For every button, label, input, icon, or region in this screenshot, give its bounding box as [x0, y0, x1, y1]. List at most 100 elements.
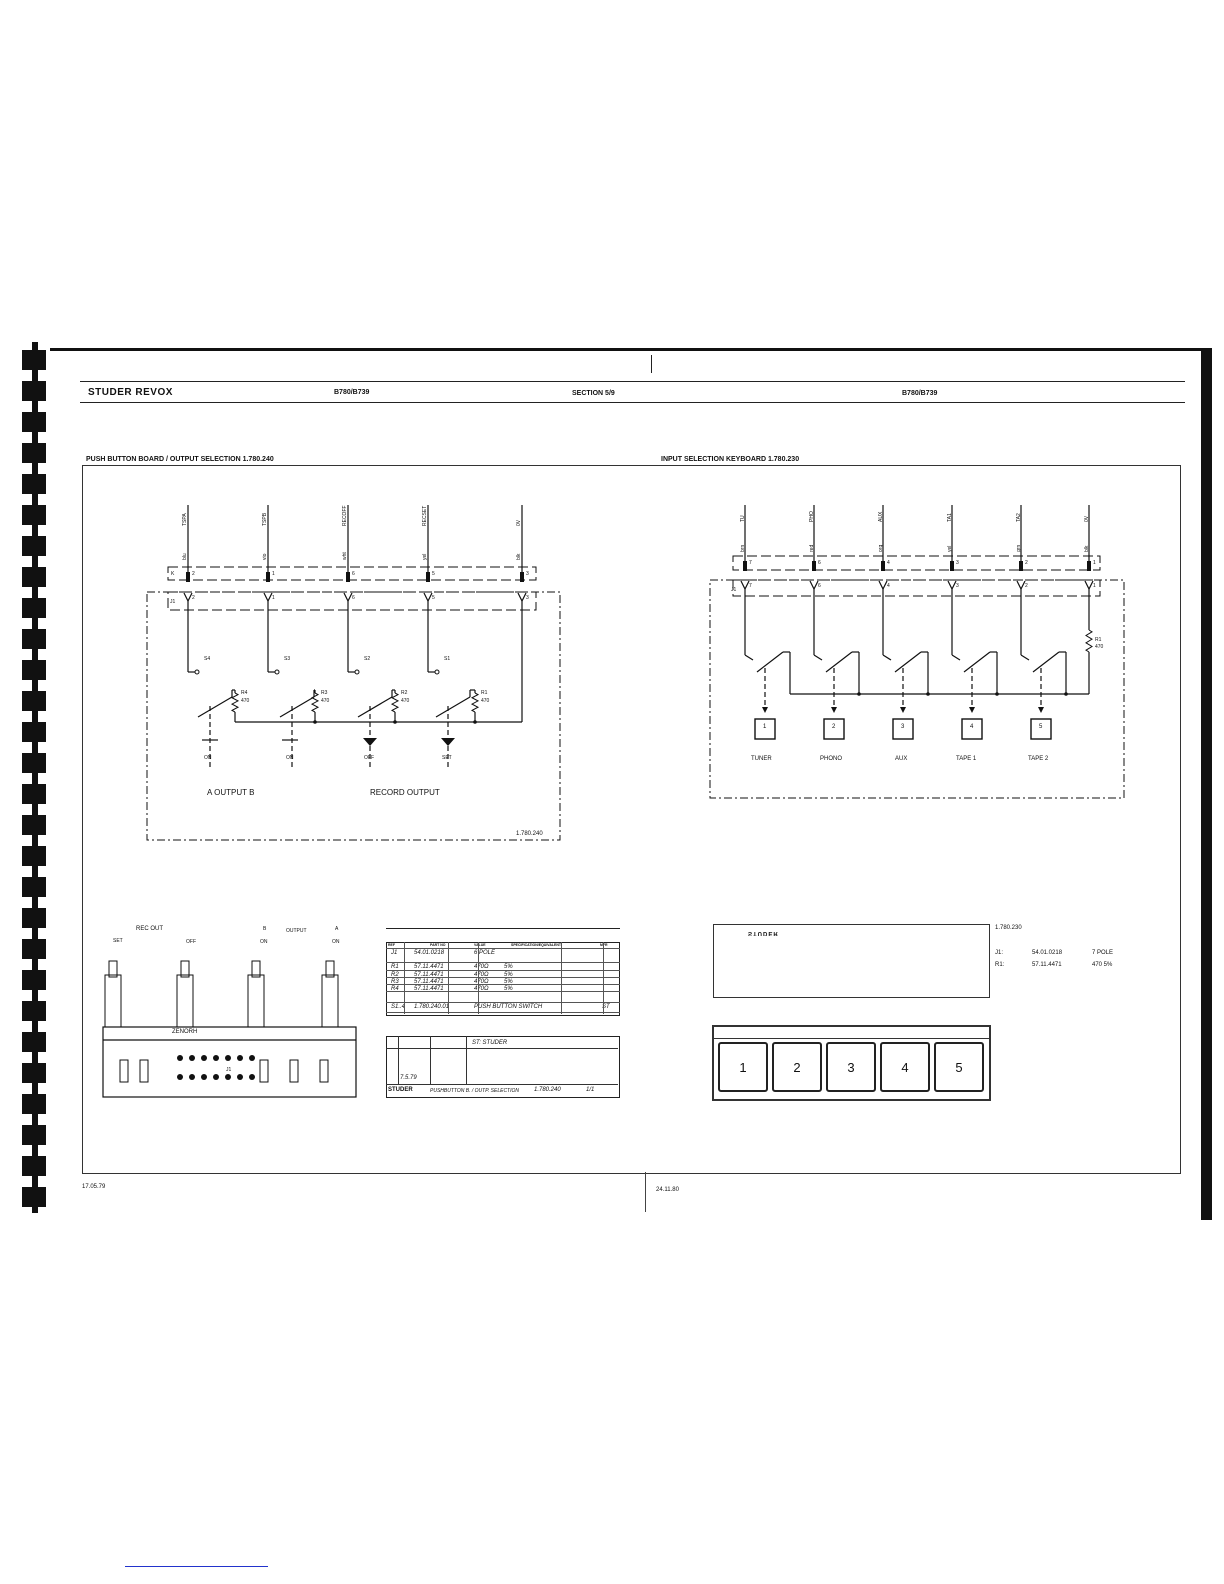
j1-connector-label: J1	[170, 599, 176, 605]
input-key-4	[961, 718, 983, 740]
parts-header: VALUE	[474, 943, 486, 947]
wire-signal-label: 0V	[516, 519, 522, 526]
k-pin	[266, 572, 270, 582]
pcb-pad	[189, 1055, 195, 1061]
plug-pin-number: 3	[956, 560, 959, 566]
k-pin	[520, 572, 524, 582]
wire-signal-label: RECSET	[422, 505, 428, 526]
title-block-number: 1.780.240	[534, 1087, 561, 1093]
header-top-rule	[80, 381, 1185, 382]
binder-stem	[32, 528, 38, 562]
spec-part: 57.11.4471	[1032, 962, 1062, 968]
switch-state-label: SET	[442, 755, 452, 761]
plug-pin	[950, 561, 954, 571]
k-pin-number: 2	[192, 571, 195, 577]
binder-stem	[32, 931, 38, 965]
title-block-company: STUDER	[388, 1087, 413, 1093]
socket-pin-number: 6	[818, 583, 821, 589]
socket-pin-number: 3	[956, 583, 959, 589]
parts-cell: 5%	[504, 972, 513, 978]
resistor-value: 470	[321, 698, 330, 704]
keyboard-key-4: 4	[880, 1042, 930, 1092]
wire-to-switch	[1020, 654, 1030, 661]
binder-stem	[32, 1055, 38, 1089]
board-boundary-right	[709, 579, 1125, 799]
switch-contact	[194, 669, 200, 675]
wire-signal-label: 0V	[1084, 515, 1090, 522]
resistor-r1-right	[1085, 629, 1093, 653]
parts-cell: S1..4	[391, 1004, 406, 1010]
parts-cell: 1.780.240.01	[414, 1004, 450, 1010]
binder-stem	[32, 993, 38, 1027]
title-block-col	[466, 1036, 467, 1084]
switch-blade-s1	[435, 696, 471, 718]
j1-socket-box-right	[732, 579, 1101, 597]
wire-to-switch	[951, 654, 961, 661]
parts-cell: 57.11.4471	[414, 979, 444, 985]
binder-stem	[32, 714, 38, 748]
plug-pin	[812, 561, 816, 571]
j1-pin-number: 6	[352, 595, 355, 601]
resistor-label: R1	[481, 690, 488, 696]
junction-dot	[313, 720, 317, 724]
binder-stem	[32, 1117, 38, 1151]
key-number: 3	[901, 724, 905, 730]
push-button-body	[247, 974, 265, 1028]
parts-cell: R3	[391, 979, 399, 985]
key-function-label: TAPE 2	[1028, 756, 1049, 762]
record-output-label: RECORD OUTPUT	[370, 788, 440, 797]
j1-plug-box-right	[732, 555, 1101, 571]
bottom-link-line	[125, 1566, 268, 1567]
parts-cell: 470Ω	[474, 979, 489, 985]
junction-dot	[473, 720, 477, 724]
switch-blade	[1032, 651, 1060, 673]
k-pin-number: 6	[352, 571, 355, 577]
key-function-label: AUX	[895, 756, 908, 762]
switch-blade	[963, 651, 991, 673]
k-pin-number: 1	[272, 571, 275, 577]
keyboard-top-rule	[712, 1038, 989, 1039]
wire-color-label: vio	[262, 553, 268, 560]
parts-cell: 470Ω	[474, 964, 489, 970]
plug-pin-number: 7	[749, 560, 752, 566]
plunger-arrow	[831, 707, 837, 713]
resistor-r3	[310, 692, 320, 713]
wire-signal-label: AUX	[878, 511, 884, 522]
parts-row-rule	[386, 1012, 620, 1013]
wire-to-switch	[813, 654, 823, 661]
binder-stem	[32, 342, 38, 376]
key-function-label: TAPE 1	[956, 756, 977, 762]
resistor-r2	[390, 692, 400, 713]
junction-dot	[857, 692, 861, 696]
title-block-date: 7.5.79	[400, 1075, 417, 1081]
k-connector-label: K	[171, 571, 175, 577]
wire-to-switch	[744, 654, 754, 661]
push-button-cap	[325, 960, 335, 978]
binder-stem	[32, 745, 38, 779]
parts-cell: 470Ω	[474, 972, 489, 978]
resistor-value: 470	[241, 698, 250, 704]
socket-pin-number: 2	[1025, 583, 1028, 589]
footer-date-center: 24.11.80	[656, 1187, 679, 1193]
parts-row-rule	[386, 1002, 620, 1003]
switch-state-label: OFF	[364, 755, 374, 761]
off-label: OFF	[186, 939, 196, 945]
socket-pin	[878, 580, 888, 591]
pcb-resistor	[139, 1059, 149, 1083]
pcb-pad	[249, 1074, 255, 1080]
model-left: B780/B739	[334, 389, 370, 396]
wire-color-label: yel	[947, 545, 953, 552]
socket-pin	[1016, 580, 1026, 591]
binder-stem	[32, 435, 38, 469]
plunger-arrow	[969, 707, 975, 713]
switch-contact	[434, 669, 440, 675]
parts-col-rule	[478, 942, 479, 1014]
title-block-page: 1/1	[586, 1087, 595, 1093]
resistor-r4	[230, 692, 240, 713]
switch-label: S2	[364, 656, 371, 662]
page-right-border	[1201, 348, 1212, 1220]
junction-dot	[995, 692, 999, 696]
socket-pin-number: 7	[749, 583, 752, 589]
